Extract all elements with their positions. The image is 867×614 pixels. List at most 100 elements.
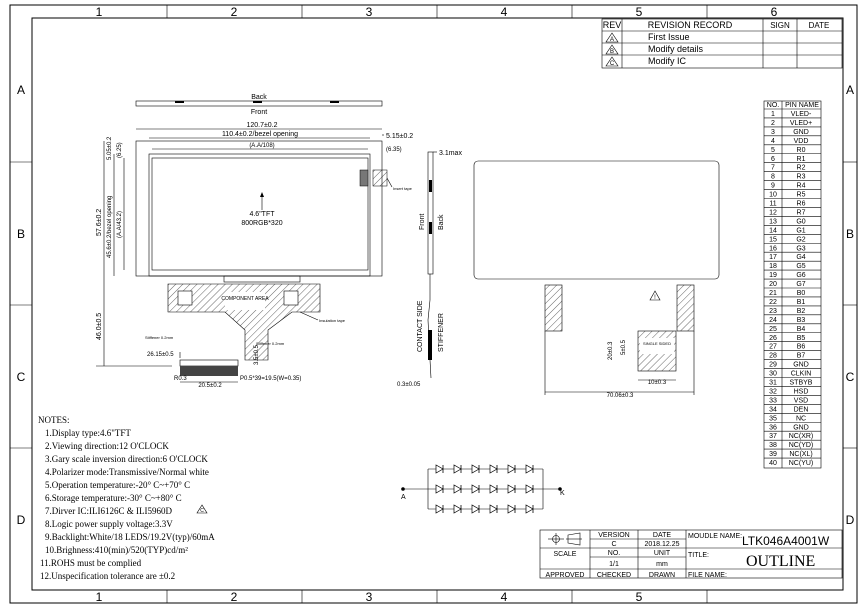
title-value: OUTLINE	[746, 553, 815, 570]
note-9: 9.Backlight:White/18 LEDS/19.2V(typ)/60m…	[45, 532, 215, 542]
back-label: Back	[251, 94, 267, 101]
pin-name: NC(YU)	[789, 460, 814, 467]
pin-name: R1	[797, 156, 806, 163]
file-name-label: FILE NAME:	[688, 572, 727, 579]
unit-value: mm	[656, 561, 668, 568]
pin-number: 27	[769, 344, 777, 351]
insulation-tape-label: Insulation tape	[319, 318, 346, 323]
led-diode	[489, 464, 498, 474]
checked-label: CHECKED	[597, 572, 631, 579]
pin-number: 11	[769, 201, 776, 208]
pin-name: GND	[793, 424, 809, 431]
led-diode	[489, 484, 498, 494]
pin-name: VSD	[794, 397, 808, 404]
row-b-right: B	[846, 227, 854, 241]
pin-name: B3	[797, 317, 806, 324]
pin-name: DEN	[794, 406, 809, 413]
pin-name: B7	[797, 353, 806, 360]
pin-name: B4	[797, 326, 806, 333]
dim-fpc-width: 20.5±0.2	[198, 383, 222, 389]
pin-number: 4	[771, 138, 775, 145]
row-c-right: C	[846, 370, 855, 384]
rev-a: A	[610, 37, 614, 43]
pin-number: 23	[769, 308, 777, 315]
rev-a-record: First Issue	[648, 32, 690, 42]
module-name-label: MOUDLE NAME:	[688, 533, 742, 540]
dim-aa-width: (A.A/108)	[249, 143, 274, 149]
pin-name: G0	[796, 218, 805, 225]
side-view: 3.1max Front Back CONTACT SIDE STIFFENER…	[397, 150, 462, 388]
scale-label: SCALE	[554, 551, 577, 558]
sign-header: SIGN	[770, 21, 790, 30]
pin-number: 18	[769, 263, 777, 270]
pin-number: 14	[769, 227, 777, 234]
dim-fpc-len: 3.5±0.5	[254, 344, 260, 365]
note-2: 2.Viewing direction:12 O'CLOCK	[45, 441, 169, 451]
pin-number: 34	[769, 406, 777, 413]
pin-number: 30	[769, 371, 777, 378]
row-c-left: C	[17, 370, 26, 384]
pin-name: B5	[797, 335, 806, 342]
pin-name: STBYB	[790, 380, 813, 387]
note-6: 6.Storage temperature:-30° C~+80° C	[45, 493, 182, 503]
pin-number: 24	[769, 317, 777, 324]
pin-name: R6	[797, 201, 806, 208]
back-dim-2: 5±0.5	[621, 339, 627, 355]
pin-number: 16	[769, 245, 777, 252]
side-back-label: Back	[438, 214, 445, 230]
pin-name: G6	[796, 272, 805, 279]
note-7-rev-mark: C	[200, 508, 204, 514]
date-header: DATE	[809, 21, 830, 30]
revision-table: REV REVISION RECORD SIGN DATE A B C Firs…	[601, 18, 843, 69]
pin-number: 21	[769, 290, 777, 297]
pin-number: 8	[771, 174, 775, 181]
pin-number: 39	[769, 451, 777, 458]
no-label: NO.	[608, 550, 621, 557]
insert-tape-label: Insert tape	[393, 186, 413, 191]
pin-name: VLED-	[791, 111, 812, 118]
pin-name: R4	[797, 183, 806, 190]
pin-name: G7	[796, 281, 805, 288]
version-value: C	[611, 541, 616, 548]
pin-number: 40	[769, 460, 777, 467]
led-diode	[525, 484, 534, 494]
pin-name: G1	[796, 227, 805, 234]
led-diode	[453, 484, 462, 494]
dim-aa-height: (A.A/43.2)	[117, 211, 123, 238]
note-11: 11.ROHS must be complied	[40, 558, 142, 568]
pin-number: 12	[769, 209, 777, 216]
back-dim-3: 10±0.3	[648, 380, 667, 386]
column-markers: 1 2 3 4 5 6 1 2 3 4 5	[96, 5, 778, 604]
pin-name: G3	[796, 245, 805, 252]
pin-number: 7	[771, 165, 775, 172]
stiffener-note-2: Stiffener 0.2mm	[256, 341, 285, 346]
pin-number: 29	[769, 362, 777, 369]
back-dim-1: 20±0.3	[608, 341, 614, 360]
row-b-left: B	[17, 227, 25, 241]
anode-label: A	[401, 494, 406, 501]
dim-top-gap: 5.05±0.2	[107, 136, 113, 160]
dim-fpc-radius: R0.3	[174, 376, 187, 382]
dim-bezel-width: 110.4±0.2/bezel opening	[222, 131, 298, 138]
single-sided-label: SINGLE SIDED	[643, 341, 671, 346]
led-diode	[525, 464, 534, 474]
notes: NOTES: 1.Display type:4.6"TFT 2.Viewing …	[38, 415, 215, 581]
dim-overall-height: 57.6±0.2	[96, 209, 103, 236]
led-diode	[471, 504, 480, 514]
row-a-left: A	[17, 83, 25, 97]
led-diode	[507, 504, 516, 514]
pin-name: HSD	[794, 388, 809, 395]
pin-number: 5	[771, 147, 775, 154]
center-title: 4.6"TFT	[249, 211, 275, 218]
pin-number: 32	[769, 388, 777, 395]
pin-name: GND	[793, 129, 809, 136]
led-diode	[453, 464, 462, 474]
led-diode	[471, 484, 480, 494]
stiffener-label: STIFFENER	[438, 313, 445, 352]
pin-number: 38	[769, 442, 777, 449]
module-name-value: LTK046A4001W	[742, 534, 830, 548]
pin-number: 15	[769, 236, 777, 243]
top-edge-view: Back Front	[135, 94, 383, 116]
stiffener-note-1: Stiffener 0.2mm	[145, 335, 174, 340]
col-1-bottom: 1	[96, 590, 103, 604]
